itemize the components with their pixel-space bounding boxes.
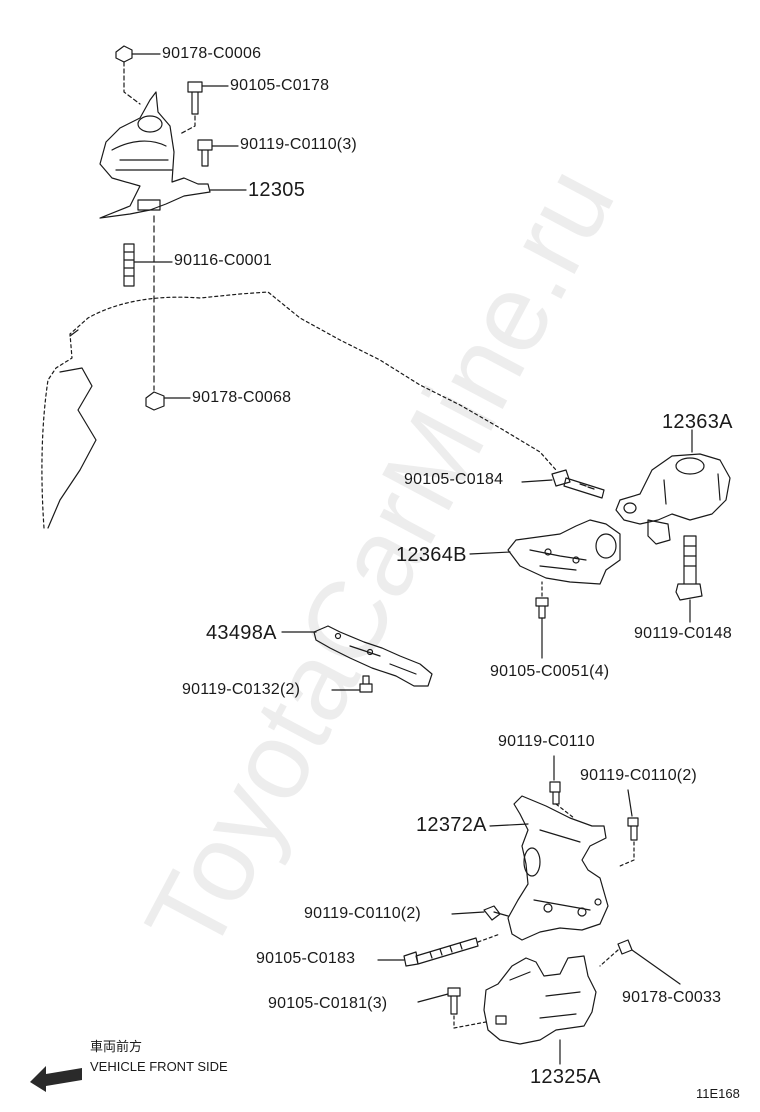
bolt-plate-drawing <box>359 675 373 693</box>
leader-lines <box>131 53 693 1065</box>
label-90105-C0178: 90105-C0178 <box>230 77 330 94</box>
figure-code: 11E168 <box>696 1086 740 1101</box>
engine-mount-rh-drawing <box>99 91 211 219</box>
bolt-rear-small-drawing <box>535 597 549 619</box>
bolt-side-drawing <box>197 139 213 167</box>
bolt-lh-mid-drawing <box>483 905 509 921</box>
label-90119-C0110: 90119-C0110 <box>498 733 595 750</box>
nut-top-drawing <box>115 45 133 63</box>
label-90116-C0001: 90116-C0001 <box>174 252 272 269</box>
bolt-lh-top2-drawing <box>627 817 639 841</box>
bolt-lh-low-drawing <box>447 987 461 1015</box>
label-43498A: 43498A <box>206 622 277 644</box>
label-12372A: 12372A <box>416 814 487 836</box>
label-90119-C0110-3: 90119-C0110(3) <box>240 136 357 153</box>
label-90119-C0110-2-mid: 90119-C0110(2) <box>304 905 421 922</box>
mount-lh-drawing <box>483 955 597 1045</box>
label-12364B: 12364B <box>396 544 467 566</box>
bolt-rear-v-drawing <box>675 535 703 601</box>
front-direction-arrow <box>30 1066 82 1092</box>
rear-mount-drawing <box>615 453 731 545</box>
direction-label-en: VEHICLE FRONT SIDE <box>90 1059 228 1074</box>
label-12363A: 12363A <box>662 411 733 433</box>
label-90119-C0148: 90119-C0148 <box>634 625 732 642</box>
label-90178-C0006: 90178-C0006 <box>162 45 262 62</box>
engine-outline <box>41 291 557 529</box>
plate-drawing <box>313 625 433 687</box>
label-90105-C0181-3: 90105-C0181(3) <box>268 995 388 1012</box>
label-90119-C0132-2: 90119-C0132(2) <box>182 681 301 698</box>
label-90178-C0033: 90178-C0033 <box>622 989 722 1006</box>
bolt-top-drawing <box>187 81 203 115</box>
label-90178-C0068: 90178-C0068 <box>192 389 292 406</box>
label-90105-C0051-4: 90105-C0051(4) <box>490 663 610 680</box>
bracket-rear-drawing <box>507 519 621 585</box>
nut-lh-drawing <box>617 939 633 955</box>
nut-lower-drawing <box>145 391 165 411</box>
bolt-lh-top-drawing <box>549 781 561 805</box>
direction-label-jp: 車両前方 <box>90 1039 143 1054</box>
bolt-lh-long-drawing <box>403 937 479 967</box>
label-90105-C0183: 90105-C0183 <box>256 950 356 967</box>
stud-drawing <box>123 243 135 287</box>
bolt-rear-drawing <box>551 469 605 499</box>
bracket-lh-drawing <box>507 795 609 941</box>
label-90105-C0184: 90105-C0184 <box>404 471 504 488</box>
label-12325A: 12325A <box>530 1066 601 1088</box>
label-12305: 12305 <box>248 179 306 201</box>
label-90119-C0110-2-top: 90119-C0110(2) <box>580 767 697 784</box>
